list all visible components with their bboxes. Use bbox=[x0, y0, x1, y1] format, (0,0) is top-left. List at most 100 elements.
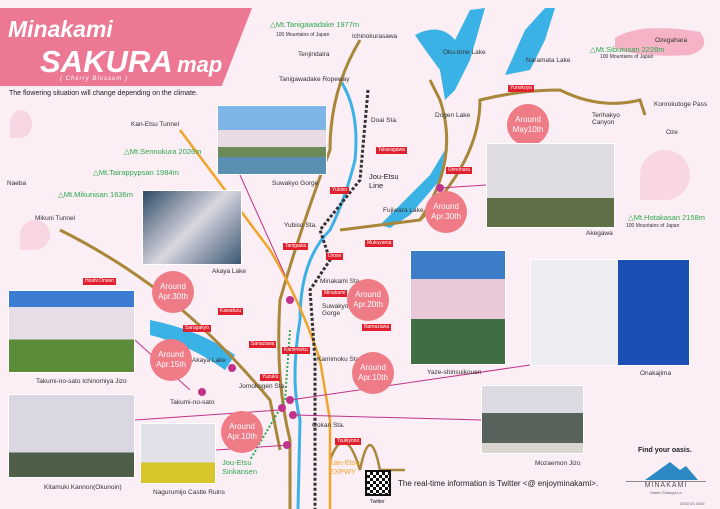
place-joetsu-line: Jou-Etsu Line bbox=[369, 172, 399, 190]
bloom-around: Around bbox=[160, 282, 186, 291]
photo-onakajima bbox=[530, 259, 690, 366]
place-doai-sta: Doai Sta. bbox=[371, 117, 398, 124]
bloom-date: May10th bbox=[512, 125, 544, 134]
mountain-note: 100 Mountains of Japan bbox=[276, 32, 330, 38]
photo-caption: Akegawa bbox=[586, 230, 613, 237]
onsen-kamimoku: Kamimoku bbox=[282, 347, 310, 354]
mountain-sennokura: △Mt.Sennokura 2026m bbox=[124, 147, 202, 156]
bloom-date: Apr.10th bbox=[358, 373, 388, 382]
shinkansen-label: Jou-Etsu Sinkansen bbox=[222, 458, 258, 476]
photo-caption: Kitamuki Kannon(Okunoin) bbox=[44, 484, 122, 491]
place-konrokutoge: Konrokutoge Pass bbox=[654, 101, 708, 108]
bloom-around: Around bbox=[360, 363, 386, 372]
place-ichinokurasawa: Ichinokurasawa bbox=[352, 33, 398, 40]
bloom-date: Apr.15th bbox=[156, 360, 186, 369]
bloom-date: Apr.10th bbox=[227, 432, 257, 441]
petal-decoration bbox=[20, 220, 50, 250]
onsen-tsukiyono: Tsukiyono bbox=[335, 438, 362, 445]
title-map: map bbox=[177, 52, 223, 77]
okutone-lake bbox=[415, 8, 485, 100]
petal-decoration bbox=[10, 110, 32, 138]
logo-text: MINAKAMI bbox=[626, 481, 706, 489]
photo-akaya-lake bbox=[142, 190, 242, 265]
photo-takumi-jizo bbox=[8, 290, 135, 373]
bloom-date: Apr.30th bbox=[431, 212, 461, 221]
station-kamimoku: Kamimoku Sta. bbox=[317, 356, 362, 363]
title-line1: Minakami bbox=[8, 16, 113, 42]
onsen-minakami: Minakami bbox=[322, 290, 348, 297]
bloom-around: Around bbox=[433, 202, 459, 211]
place-kanetsu-tunnel: Kan-Etsu Tunnel bbox=[131, 121, 180, 128]
photo-caption: Akaya Lake bbox=[212, 268, 246, 275]
logo-subtext: Water Shangri-La bbox=[650, 490, 682, 495]
mountain-sibutusan: △Mt.Sibutusan 2228m bbox=[590, 45, 665, 54]
bloom-around: Around bbox=[158, 350, 184, 359]
onsen-yubiso: Yubiso bbox=[330, 187, 350, 194]
place-dogen-lake: Dogen Lake bbox=[435, 112, 471, 119]
place-ozegahara: Ozegahara bbox=[655, 37, 688, 44]
mountain-hotakasan: △Mt.Hotakasan 2158m bbox=[628, 213, 706, 222]
onsen-tanigawa: Tanigawa bbox=[283, 243, 309, 250]
twitter-qr-code[interactable] bbox=[365, 470, 391, 496]
onsen-urose: Urose bbox=[326, 253, 344, 260]
bloom-date: Apr.20th bbox=[353, 300, 383, 309]
print-date: 2020.03.3000 bbox=[680, 501, 705, 506]
onsen-mukuyama: Mukuyama bbox=[365, 240, 394, 247]
logo-mountain-icon bbox=[645, 462, 698, 480]
station-minakami: Minakami Sta. bbox=[320, 278, 362, 285]
place-naramata-lake: Naramata Lake bbox=[526, 57, 571, 64]
title-subtitle: ( Cherry Blossom ) bbox=[60, 76, 129, 82]
place-tenjindaira: Tenjindaira bbox=[298, 51, 330, 58]
photo-caption: Nagurumijo Castle Ruins bbox=[153, 489, 225, 496]
notice: The flowering situation will change depe… bbox=[9, 90, 198, 97]
title-line2: SAKURA map bbox=[40, 44, 222, 80]
kanetsu-expwy bbox=[179, 129, 332, 509]
place-ropeway: Tanigawadake Ropeway bbox=[279, 76, 350, 83]
bloom-around: Around bbox=[515, 115, 541, 124]
mountain-note: 100 Mountains of Japan bbox=[600, 54, 654, 60]
petal-decoration bbox=[640, 150, 690, 200]
photo-kitamuki-kannon bbox=[8, 394, 135, 478]
station-jomokogen: Jomokogen Sta. bbox=[239, 383, 286, 390]
photo-caption: Takumi-no-sato Ichinomiya Jizo bbox=[36, 378, 127, 385]
place-suwakyo-gorge: Suwakyo Gorge bbox=[322, 303, 349, 317]
place-fujiwara-lake: Fujiwara Lake bbox=[383, 207, 424, 214]
joetsu-line bbox=[308, 89, 370, 509]
mountain-note: 100 Mountains of Japan bbox=[626, 223, 680, 229]
onsen-hoshi: Hoshi Onsen bbox=[83, 278, 116, 285]
title-sakura: SAKURA bbox=[40, 44, 173, 79]
tone-river bbox=[293, 79, 358, 509]
slogan: Find your oasis. bbox=[638, 447, 692, 454]
onsen-sarugakyo: Sarugakyo bbox=[183, 325, 211, 332]
place-oze: Oze bbox=[666, 129, 678, 136]
place-mikuni-tunnel: Mikuni Tunnel bbox=[35, 215, 76, 222]
photo-caption: Yaze-shinsuikouen bbox=[427, 369, 482, 376]
onsen-uenohara: Uenohara bbox=[446, 167, 472, 174]
qr-label: Twitter bbox=[370, 499, 385, 505]
onsen-kawafuru: Kawafuru bbox=[218, 308, 244, 315]
expwy-label: Kan-Etsu EXPWY bbox=[329, 458, 360, 476]
photo-suwakyo-gorge bbox=[217, 105, 327, 175]
shinkansen bbox=[249, 329, 291, 461]
title-banner bbox=[0, 8, 252, 86]
place-takumi-no-sato: Takumi-no-sato bbox=[170, 399, 215, 406]
onsen-namazawa: Namazawa bbox=[362, 324, 392, 331]
akaya-lake bbox=[150, 320, 235, 370]
ozegahara-marsh bbox=[615, 28, 705, 56]
photo-nagurumijo bbox=[140, 423, 216, 484]
road-main bbox=[277, 39, 362, 509]
station-gokan: Gokan Sta. bbox=[312, 422, 345, 429]
photo-caption: Suwakyo Gorge bbox=[272, 180, 319, 187]
place-terihakyo: Terihakyo Canyon bbox=[592, 112, 620, 126]
place-okutone-lake: Oku-tone Lake bbox=[443, 49, 486, 56]
photo-yaze-shinsuikouen bbox=[410, 250, 506, 365]
mountain-tanigawadake: △Mt.Tanigawadake 1977m bbox=[270, 20, 360, 29]
